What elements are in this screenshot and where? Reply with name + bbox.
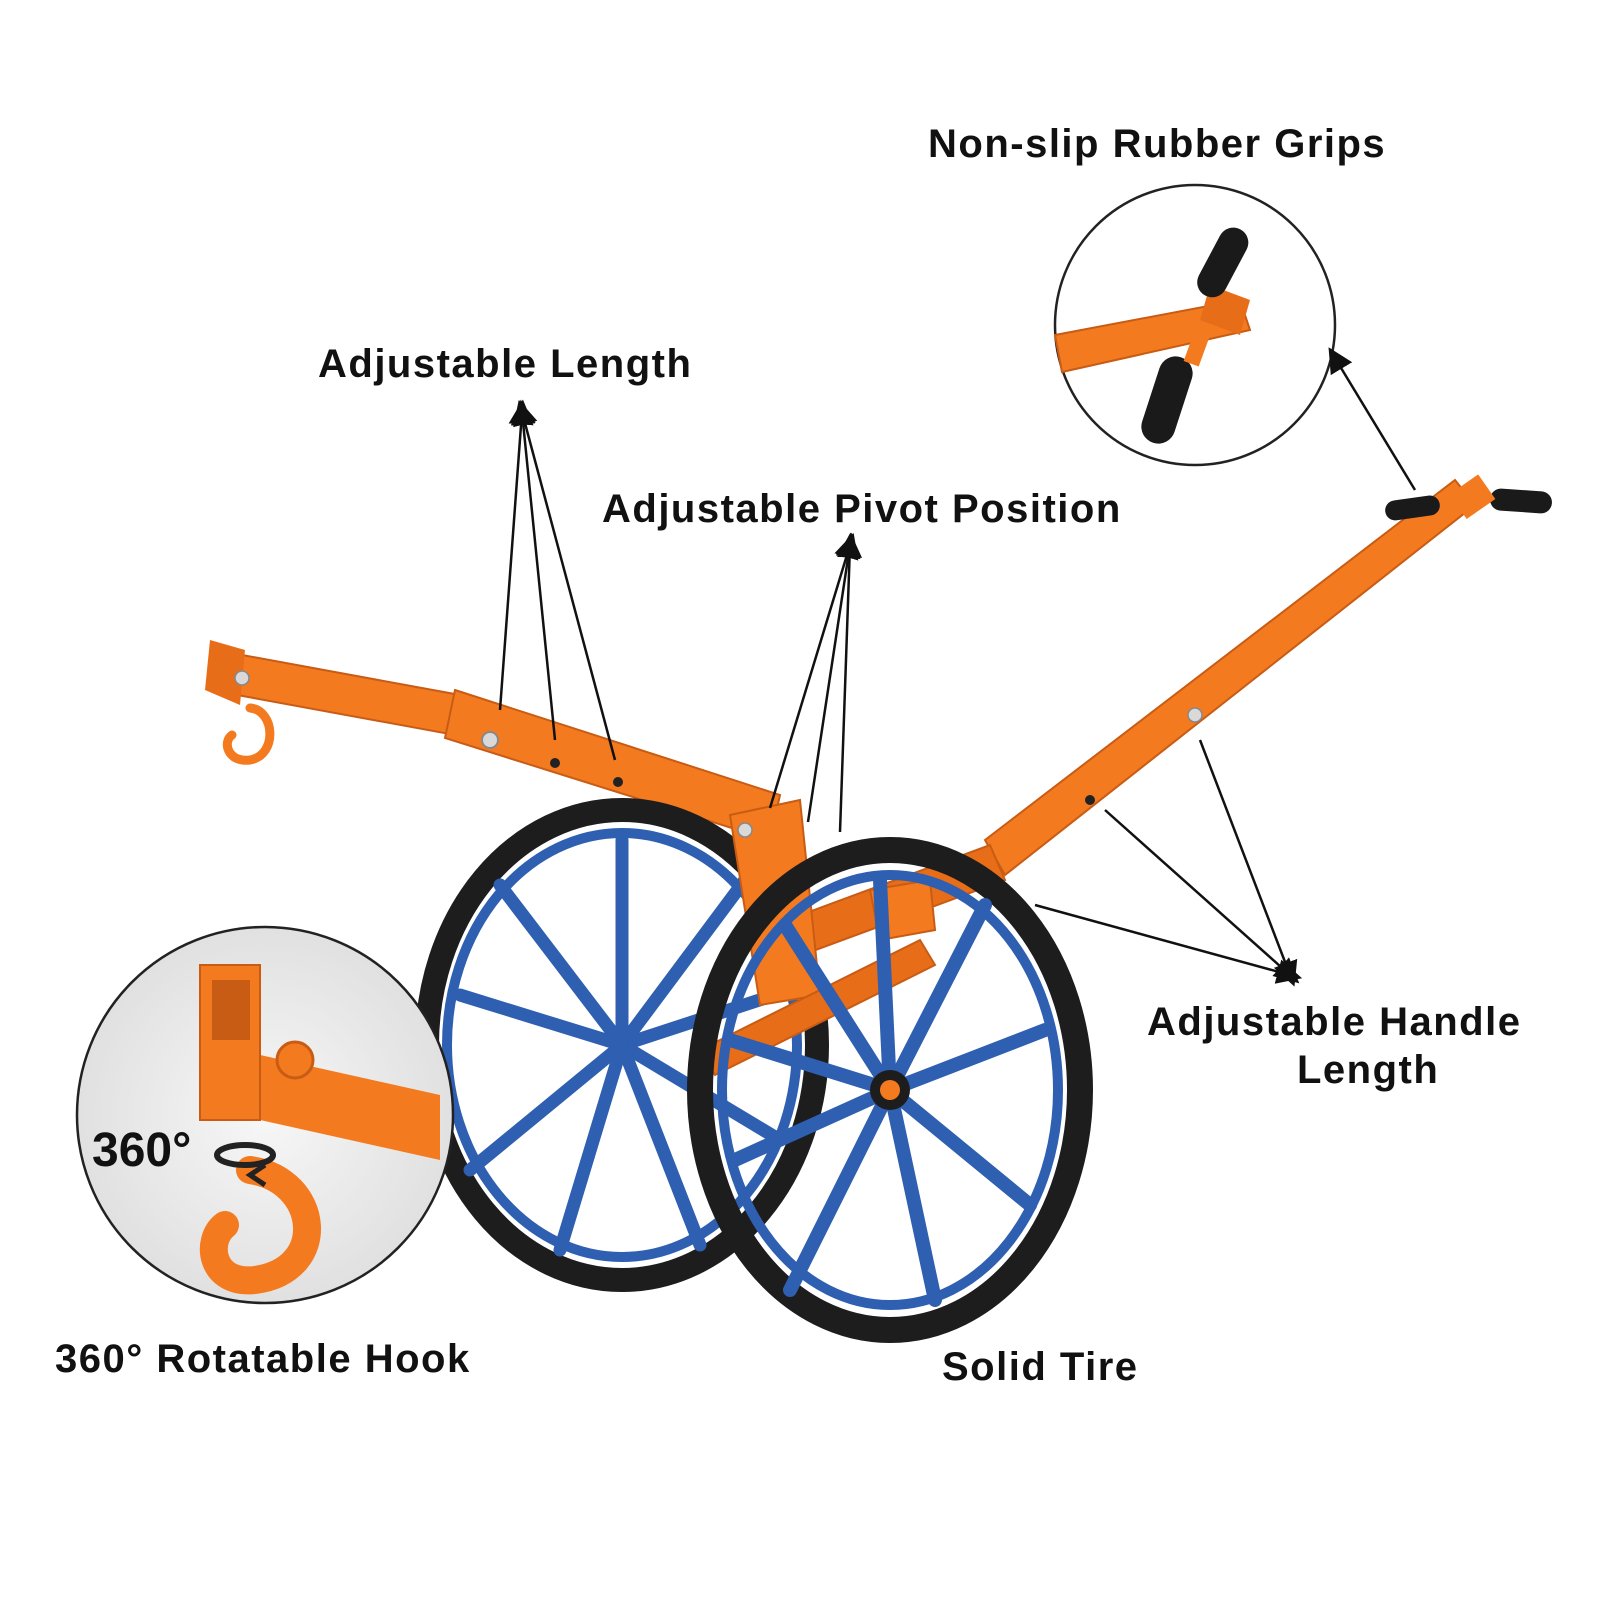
front-hook <box>223 670 275 765</box>
grips-label: Non-slip Rubber Grips <box>928 122 1387 166</box>
length-label: Adjustable Length <box>318 342 693 386</box>
grips-callout <box>1053 183 1337 467</box>
handle-label-line2: Length <box>1297 1048 1440 1092</box>
pivot-label: Adjustable Pivot Position <box>602 487 1122 531</box>
rotation-label: 360° <box>92 1124 192 1177</box>
front-beam <box>205 640 782 842</box>
handle-grips <box>1385 474 1552 521</box>
front-wheel <box>687 837 1093 1343</box>
tire-label: Solid Tire <box>942 1345 1139 1389</box>
hook-callout <box>75 925 455 1305</box>
pointer-lines <box>498 347 1417 987</box>
hook-label: 360° Rotatable Hook <box>55 1337 471 1381</box>
handle-label-line1: Adjustable Handle <box>1147 1000 1522 1044</box>
